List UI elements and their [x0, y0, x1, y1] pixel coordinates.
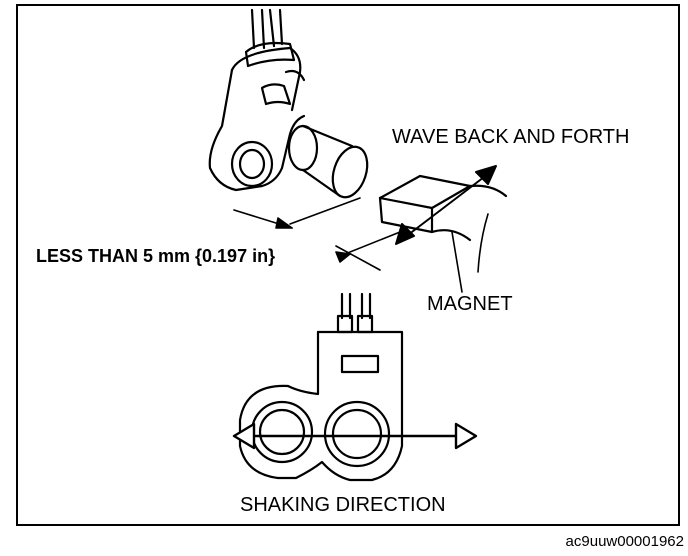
- figure-border: [16, 4, 680, 526]
- magnet-label: MAGNET: [427, 293, 513, 315]
- magnet-leader: [451, 231, 463, 293]
- figure-code: ac9uuw00001962: [565, 533, 684, 550]
- shaking-direction-label: SHAKING DIRECTION: [240, 494, 446, 516]
- wave-arrow: [395, 165, 497, 245]
- magnet-block: [378, 174, 508, 273]
- crank-sensor-front: [238, 292, 404, 482]
- wave-back-and-forth-label: WAVE BACK AND FORTH: [392, 126, 630, 148]
- gap-limit-label: LESS THAN 5 mm {0.197 in}: [36, 246, 276, 266]
- shaking-arrow: [232, 422, 478, 450]
- crank-sensor-angled: [208, 8, 369, 199]
- gap-dimension: [233, 197, 401, 271]
